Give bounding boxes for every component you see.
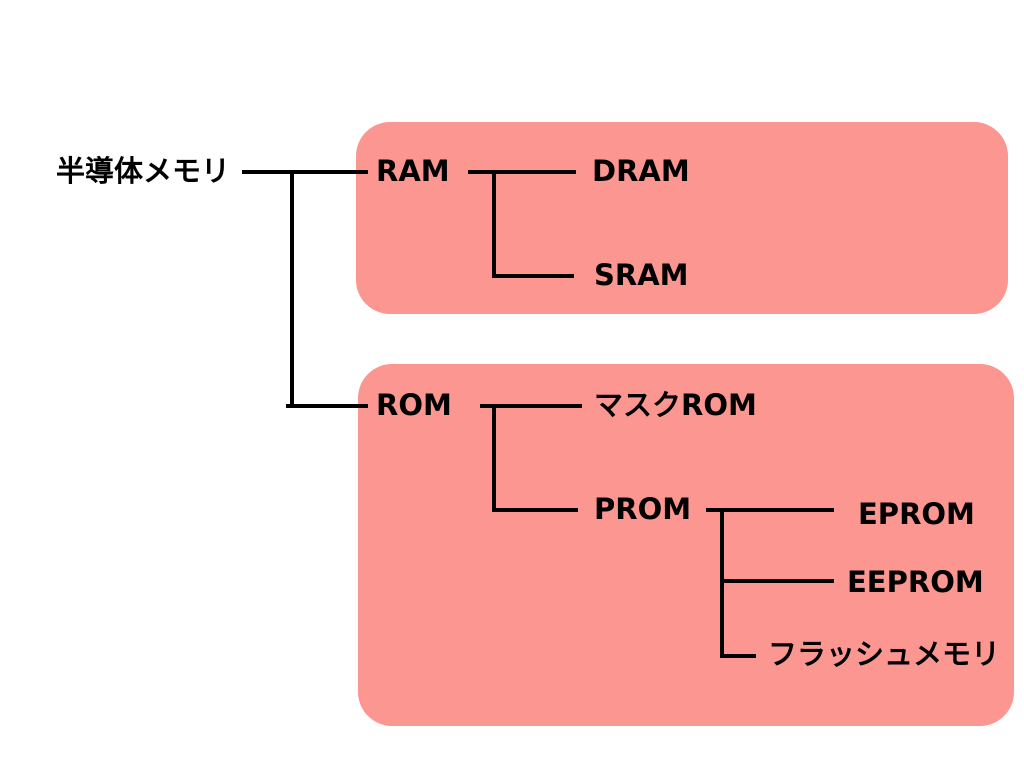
node-flash-memory: フラッシュメモリ [768,637,1001,671]
node-mask-rom: マスクROM [594,388,757,422]
node-semiconductor-memory: 半導体メモリ [56,154,231,188]
rom-group-box [358,364,1014,726]
node-rom: ROM [376,388,452,422]
node-eprom: EPROM [858,497,975,531]
node-ram: RAM [376,154,450,188]
node-sram: SRAM [594,258,689,292]
node-dram: DRAM [592,154,690,188]
node-eeprom: EEPROM [847,565,984,599]
ram-group-box [356,122,1008,314]
node-prom: PROM [594,492,692,526]
